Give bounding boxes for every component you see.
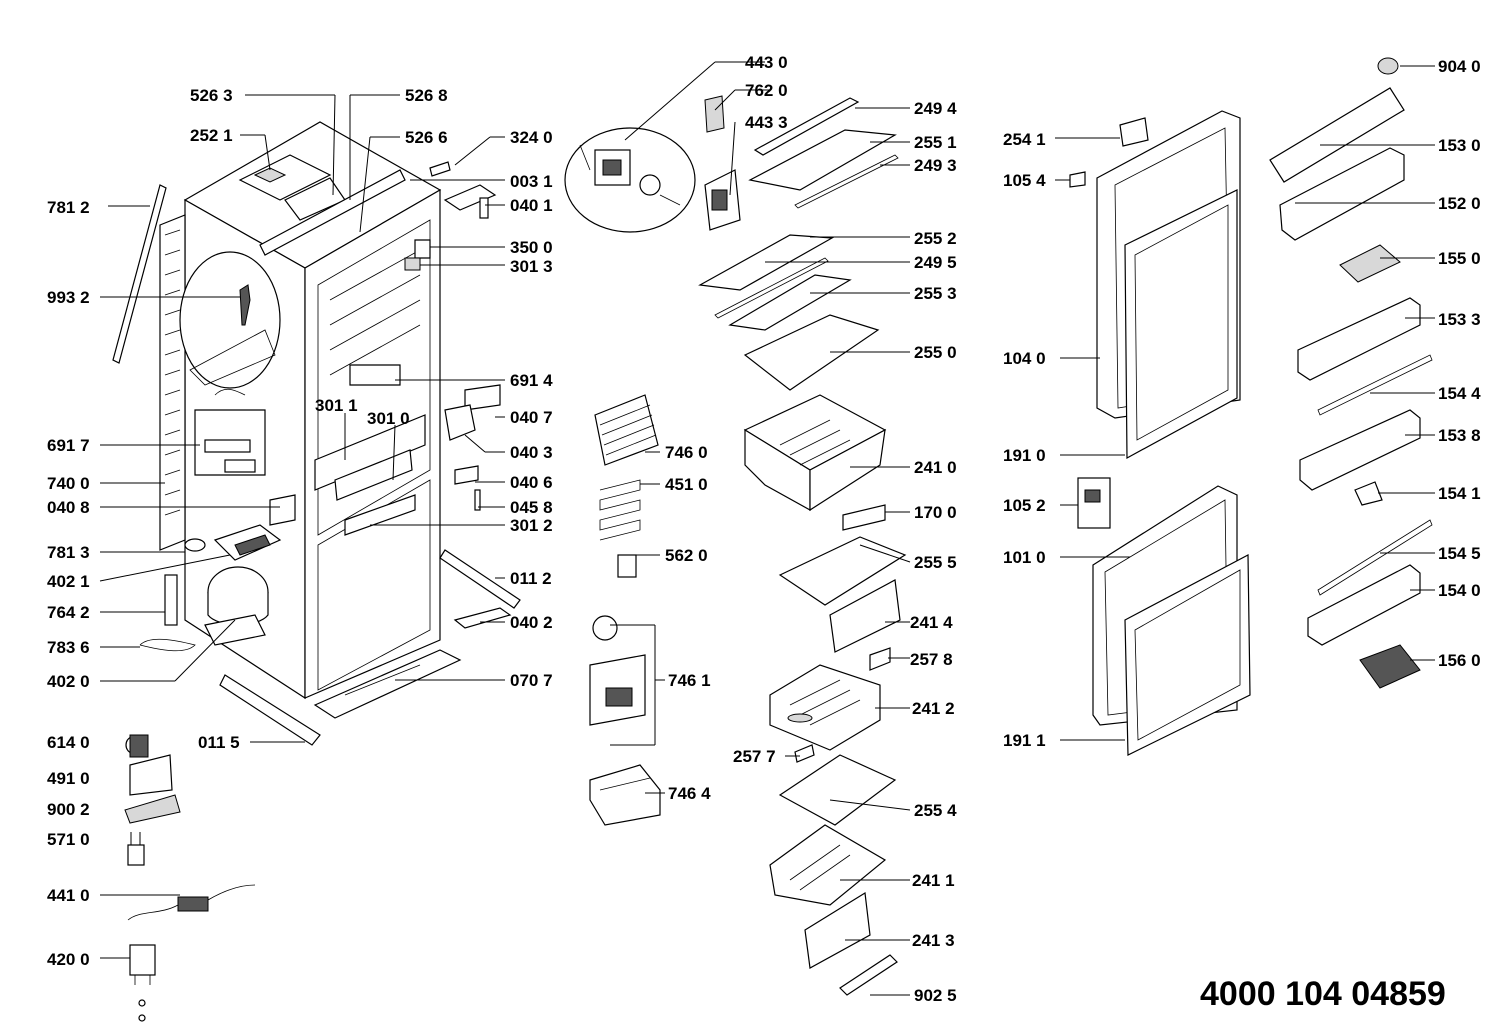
label-691-4: 691 4	[510, 371, 553, 390]
label-762-0: 762 0	[745, 81, 788, 100]
label-257-8: 257 8	[910, 650, 953, 669]
part-number: 4000 104 04859	[1200, 975, 1446, 1013]
label-301-0: 301 0	[367, 409, 410, 428]
label-993-2: 993 2	[47, 288, 90, 307]
label-904-0: 904 0	[1438, 57, 1481, 76]
label-105-2: 105 2	[1003, 496, 1046, 515]
label-154-0: 154 0	[1438, 581, 1481, 600]
label-781-3: 781 3	[47, 543, 90, 562]
label-562-0: 562 0	[665, 546, 708, 565]
label-249-4: 249 4	[914, 99, 957, 118]
label-451-0: 451 0	[665, 475, 708, 494]
label-040-8: 040 8	[47, 498, 90, 517]
label-764-2: 764 2	[47, 603, 90, 622]
label-691-7: 691 7	[47, 436, 90, 455]
label-443-3: 443 3	[745, 113, 788, 132]
label-526-8: 526 8	[405, 86, 448, 105]
label-249-5: 249 5	[914, 253, 957, 272]
label-526-3: 526 3	[190, 86, 233, 105]
label-070-7: 070 7	[510, 671, 553, 690]
shelves-and-drawers	[698, 97, 907, 996]
label-153-3: 153 3	[1438, 310, 1481, 329]
label-301-3: 301 3	[510, 257, 553, 276]
label-153-8: 153 8	[1438, 426, 1481, 445]
label-740-0: 740 0	[47, 474, 90, 493]
label-154-1: 154 1	[1438, 484, 1481, 503]
label-441-0: 441 0	[47, 886, 90, 905]
part-labels: 443 0 762 0 443 3 904 0 526 3 526 8 249 …	[47, 53, 1481, 1005]
fridge-doors	[1069, 110, 1251, 756]
compressor-assembly	[139, 524, 282, 652]
label-191-0: 191 0	[1003, 446, 1046, 465]
label-241-0: 241 0	[914, 458, 957, 477]
label-241-2: 241 2	[912, 699, 955, 718]
door-shelves	[1269, 57, 1433, 689]
leader-lines	[99, 61, 1435, 996]
label-040-3: 040 3	[510, 443, 553, 462]
label-443-0: 443 0	[745, 53, 788, 72]
label-255-3: 255 3	[914, 284, 957, 303]
label-746-4: 746 4	[668, 784, 711, 803]
label-040-1: 040 1	[510, 196, 553, 215]
label-003-1: 003 1	[510, 172, 553, 191]
label-153-0: 153 0	[1438, 136, 1481, 155]
label-781-2: 781 2	[47, 198, 90, 217]
label-783-6: 783 6	[47, 638, 90, 657]
label-105-4: 105 4	[1003, 171, 1046, 190]
label-155-0: 155 0	[1438, 249, 1481, 268]
label-241-3: 241 3	[912, 931, 955, 950]
label-350-0: 350 0	[510, 238, 553, 257]
label-746-1: 746 1	[668, 671, 711, 690]
label-154-4: 154 4	[1438, 384, 1481, 403]
label-101-0: 101 0	[1003, 548, 1046, 567]
label-254-1: 254 1	[1003, 130, 1046, 149]
label-255-0: 255 0	[914, 343, 957, 362]
label-746-0: 746 0	[665, 443, 708, 462]
label-170-0: 170 0	[914, 503, 957, 522]
label-420-0: 420 0	[47, 950, 90, 969]
label-257-7: 257 7	[733, 747, 776, 766]
label-900-2: 900 2	[47, 800, 90, 819]
right-side-small-parts	[269, 161, 521, 719]
label-324-0: 324 0	[510, 128, 553, 147]
label-249-3: 249 3	[914, 156, 957, 175]
label-614-0: 614 0	[47, 733, 90, 752]
label-104-0: 104 0	[1003, 349, 1046, 368]
label-526-6: 526 6	[405, 128, 448, 147]
label-571-0: 571 0	[47, 830, 90, 849]
label-902-5: 902 5	[914, 986, 957, 1005]
label-491-0: 491 0	[47, 769, 90, 788]
small-parts-left	[124, 674, 321, 1022]
label-301-2: 301 2	[510, 516, 553, 535]
label-255-2: 255 2	[914, 229, 957, 248]
label-191-1: 191 1	[1003, 731, 1046, 750]
label-152-0: 152 0	[1438, 194, 1481, 213]
label-156-0: 156 0	[1438, 651, 1481, 670]
label-255-1: 255 1	[914, 133, 957, 152]
label-301-1: 301 1	[315, 396, 358, 415]
label-011-2: 011 2	[510, 569, 552, 588]
label-011-5: 011 5	[198, 733, 240, 752]
back-panel-and-tubes	[112, 184, 281, 551]
label-255-5: 255 5	[914, 553, 957, 572]
evaporator-and-electrics	[564, 95, 741, 826]
label-402-0: 402 0	[47, 672, 90, 691]
label-241-4: 241 4	[910, 613, 953, 632]
label-154-5: 154 5	[1438, 544, 1481, 563]
label-255-4: 255 4	[914, 801, 957, 820]
label-045-8: 045 8	[510, 498, 553, 517]
label-040-7: 040 7	[510, 408, 553, 427]
label-252-1: 252 1	[190, 126, 233, 145]
label-040-6: 040 6	[510, 473, 553, 492]
label-040-2: 040 2	[510, 613, 553, 632]
label-241-1: 241 1	[912, 871, 955, 890]
label-402-1: 402 1	[47, 572, 90, 591]
